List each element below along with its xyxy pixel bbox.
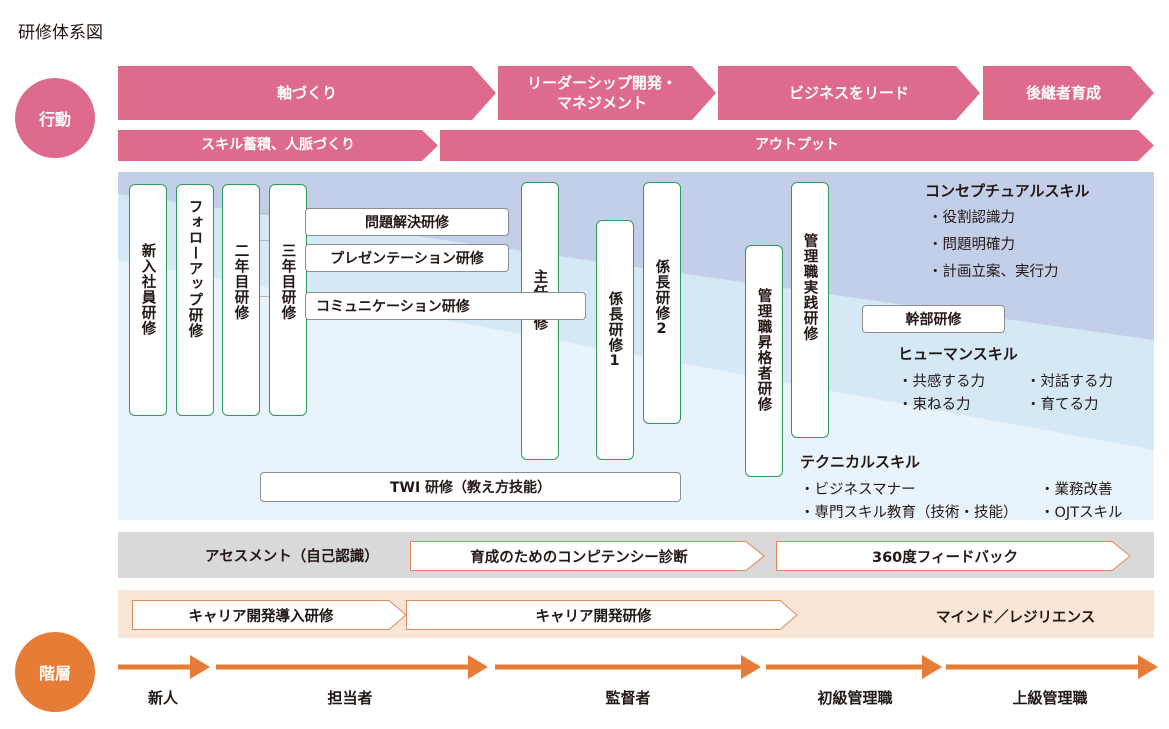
training-label: 問題解決研修 (365, 215, 449, 231)
career-arrow-1 (132, 600, 407, 630)
action-arrow-2-line2: マネジメント (556, 94, 647, 112)
technical-skill-item: ・業務改善 (1040, 482, 1113, 498)
training-label: フォローアップ研修 (186, 199, 203, 339)
training-label: 新入社員研修 (139, 243, 156, 336)
skill-arrow-1: スキル蓄積、人脈づくり (118, 130, 438, 161)
training-box-presentation[interactable]: プレゼンテーション研修 (305, 244, 509, 272)
page-title: 研修体系図 (18, 23, 103, 43)
training-box-third-year[interactable]: 三年目研修 (269, 184, 307, 416)
conceptual-skill-item: ・問題明確力 (928, 237, 1015, 253)
skill-arrow-2: アウトプット (440, 130, 1154, 161)
human-skill-title: ヒューマンスキル (898, 345, 1018, 363)
training-box-manager-promotion[interactable]: 管理職昇格者研修 (745, 245, 783, 477)
training-box-followup[interactable]: フォローアップ研修 (176, 184, 214, 416)
action-arrow-2: リーダーシップ開発・ マネジメント (498, 66, 716, 120)
human-skill-item: ・束ねる力 (898, 397, 971, 413)
level-label: 上級管理職 (1012, 689, 1088, 707)
training-label: コミュニケーション研修 (316, 299, 470, 315)
training-label: 管理職実践研修 (801, 233, 818, 342)
technical-skill-item: ・専門スキル教育（技術・技能） (800, 505, 1018, 521)
assessment-arrow-1 (410, 541, 765, 571)
conceptual-skill-title: コンセプチュアルスキル (925, 182, 1090, 200)
level-circle: 階層 (15, 632, 95, 712)
training-box-executive[interactable]: 幹部研修 (862, 305, 1005, 333)
level-label: 担当者 (327, 689, 373, 707)
training-label: 幹部研修 (905, 312, 962, 328)
career-arrow-1-label: キャリア開発導入研修 (188, 608, 334, 625)
skill-arrow-1-label: スキル蓄積、人脈づくり (201, 137, 355, 154)
conceptual-skill-item: ・計画立案、実行力 (928, 264, 1059, 280)
human-skill-item: ・対話する力 (1026, 374, 1113, 390)
skill-arrow-2-label: アウトプット (755, 137, 839, 154)
level-arrows (118, 655, 1158, 679)
action-arrow-4-label: 後継者育成 (1025, 83, 1101, 102)
training-label: 係長研修1 (606, 291, 623, 370)
training-box-twi[interactable]: TWI 研修（教え方技能） (260, 472, 681, 502)
action-circle: 行動 (15, 78, 95, 158)
training-label: 管理職昇格者研修 (755, 288, 772, 412)
training-box-manager-practice[interactable]: 管理職実践研修 (791, 182, 829, 438)
human-skill-item: ・共感する力 (898, 374, 985, 390)
training-box-new-employee[interactable]: 新入社員研修 (129, 184, 167, 416)
training-label: 三年目研修 (279, 243, 296, 321)
technical-skill-item: ・OJTスキル (1040, 505, 1123, 521)
level-label: 初級管理職 (817, 689, 893, 707)
training-label: 二年目研修 (232, 243, 249, 321)
action-arrow-2-line1: リーダーシップ開発・ (527, 73, 677, 92)
assessment-arrow-1-label: 育成のためのコンピテンシー診断 (470, 549, 688, 566)
human-skill-item: ・育てる力 (1026, 397, 1099, 413)
training-label: TWI 研修（教え方技能） (389, 480, 552, 496)
assessment-label: アセスメント（自己認識） (205, 549, 379, 565)
conceptual-skill-item: ・役割認識力 (928, 210, 1015, 226)
action-arrow-3: ビジネスをリード (718, 66, 980, 120)
action-arrow-1: 軸づくり (118, 66, 496, 120)
action-arrow-3-label: ビジネスをリード (788, 83, 909, 102)
level-label: 監督者 (605, 689, 651, 707)
assessment-arrow-2-label: 360度フィードバック (872, 549, 1018, 566)
training-box-communication[interactable]: コミュニケーション研修 (305, 292, 586, 320)
level-label: 新人 (147, 689, 178, 707)
training-label: 係長研修2 (653, 259, 670, 338)
career-arrow-2 (406, 600, 798, 630)
action-arrow-4: 後継者育成 (983, 66, 1154, 120)
career-arrow-2-label: キャリア開発研修 (535, 608, 652, 625)
technical-skill-item: ・ビジネスマナー (800, 482, 916, 498)
action-arrow-1-label: 軸づくり (276, 83, 337, 102)
training-label: プレゼンテーション研修 (330, 251, 484, 267)
training-box-second-year[interactable]: 二年目研修 (222, 184, 260, 416)
assessment-arrow-2 (776, 541, 1131, 571)
mind-resilience-label: マインド／レジリエンス (936, 610, 1096, 626)
training-box-supervisor-2[interactable]: 係長研修2 (643, 182, 681, 424)
training-box-chief[interactable]: 主任研修 (521, 182, 559, 460)
training-box-problem-solving[interactable]: 問題解決研修 (305, 208, 509, 236)
training-box-supervisor-1[interactable]: 係長研修1 (596, 220, 634, 460)
technical-skill-title: テクニカルスキル (800, 453, 921, 471)
